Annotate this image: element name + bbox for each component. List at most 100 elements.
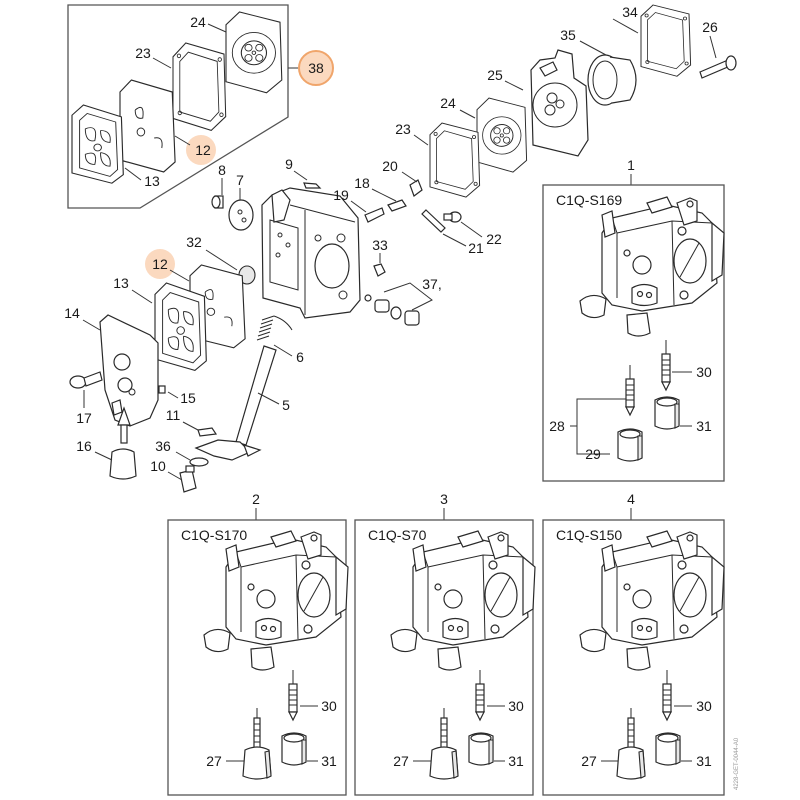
label-7: 7 xyxy=(236,172,244,188)
variant-box-3[interactable]: 3 C1Q-S70 30 27 31 xyxy=(354,491,536,796)
label-32: 32 xyxy=(186,234,202,250)
svg-text:12: 12 xyxy=(195,142,211,158)
label-30: 30 xyxy=(696,698,712,714)
label-22: 22 xyxy=(486,231,502,247)
part-6-spring xyxy=(256,315,293,341)
part-30-needle xyxy=(661,339,671,391)
part-35-filter-cup xyxy=(587,54,637,106)
part-25-pump-cover xyxy=(530,49,589,157)
label-31: 31 xyxy=(696,753,712,769)
label-31: 31 xyxy=(508,753,524,769)
part-31-cap xyxy=(654,396,680,430)
part-29-cap xyxy=(617,428,643,462)
variant-number: 3 xyxy=(440,491,448,507)
part-14-cover xyxy=(99,314,159,427)
label-11: 11 xyxy=(166,407,181,423)
callout-38-highlighted[interactable]: 38 xyxy=(298,50,334,86)
part-27-knob xyxy=(616,707,646,780)
label-20: 20 xyxy=(382,158,398,174)
label-23: 23 xyxy=(135,45,151,61)
part-27-knob xyxy=(242,707,272,780)
label-5: 5 xyxy=(282,397,290,413)
label-31: 31 xyxy=(321,753,337,769)
callout-12-highlighted[interactable]: 12 xyxy=(186,135,216,165)
label-14: 14 xyxy=(64,305,80,321)
part-26-screw xyxy=(699,55,737,79)
carburetor-illustration xyxy=(579,530,725,671)
svg-text:12: 12 xyxy=(152,256,168,272)
variant-box-2[interactable]: 2 C1Q-S170 30 27 31 xyxy=(167,491,349,796)
part-10-fitting xyxy=(179,465,197,493)
label-24: 24 xyxy=(440,95,456,111)
model-code: C1Q-S169 xyxy=(556,192,622,208)
label-23: 23 xyxy=(395,121,411,137)
exploded-view: 34 26 35 25 24 23 xyxy=(64,4,737,493)
label-25: 25 xyxy=(487,67,503,83)
variant-number: 4 xyxy=(627,491,635,507)
variant-number: 2 xyxy=(252,491,260,507)
variant-box-1[interactable]: 1 C1Q-S169 30 28 31 29 xyxy=(542,157,725,482)
part-19-spring xyxy=(364,207,385,223)
label-10: 10 xyxy=(150,458,166,474)
label-15: 15 xyxy=(180,390,196,406)
label-9: 9 xyxy=(285,156,293,172)
label-28: 28 xyxy=(549,418,565,434)
part-31-cap xyxy=(655,732,681,766)
label-18: 18 xyxy=(354,175,370,191)
part-23-gasket xyxy=(429,122,481,198)
part-24-diaphragm xyxy=(225,11,283,94)
label-13: 13 xyxy=(144,173,160,189)
model-code: C1Q-S150 xyxy=(556,527,622,543)
model-code: C1Q-S70 xyxy=(368,527,427,543)
kit-box-frame xyxy=(67,4,289,209)
label-16: 16 xyxy=(76,438,92,454)
label-34: 34 xyxy=(622,4,638,20)
part-28-needle xyxy=(625,364,635,416)
label-13: 13 xyxy=(113,275,129,291)
label-17: 17 xyxy=(76,410,92,426)
drawing-code: 4228-GET-0044-A0 xyxy=(734,737,740,790)
label-37: 37, xyxy=(422,276,441,292)
label-35: 35 xyxy=(560,27,576,43)
carburetor-body xyxy=(261,187,361,319)
part-30-needle xyxy=(475,669,485,721)
callout-12-highlighted[interactable]: 12 xyxy=(145,249,175,279)
part-8-screw xyxy=(211,195,224,209)
variant-frame xyxy=(542,184,725,482)
label-33: 33 xyxy=(372,237,388,253)
part-31-cap xyxy=(468,732,494,766)
part-9-clip xyxy=(303,182,322,189)
svg-text:38: 38 xyxy=(308,60,324,76)
part-5-lever-shaft xyxy=(194,345,277,461)
part-34-gasket xyxy=(640,4,692,77)
part-30-needle xyxy=(662,669,672,721)
part-16-knob xyxy=(109,406,137,480)
part-23-gasket xyxy=(172,42,227,131)
repair-kit-box: 38 24 23 12 13 xyxy=(67,4,334,209)
part-30-needle xyxy=(288,669,298,721)
label-6: 6 xyxy=(296,349,304,365)
variant-frame xyxy=(542,519,725,796)
part-12-plate xyxy=(119,79,176,173)
label-30: 30 xyxy=(321,698,337,714)
part-27-knob xyxy=(429,707,459,780)
part-37-set xyxy=(364,282,433,326)
part-18-needle xyxy=(387,199,407,212)
part-20-lever xyxy=(409,179,423,197)
label-26: 26 xyxy=(702,19,718,35)
label-21: 21 xyxy=(468,240,484,256)
part-15-pin xyxy=(158,385,166,394)
carburetor-illustration xyxy=(203,530,349,671)
label-36: 36 xyxy=(155,438,171,454)
variant-frame xyxy=(167,519,347,796)
model-code: C1Q-S170 xyxy=(181,527,247,543)
label-29: 29 xyxy=(585,446,601,462)
variant-frame xyxy=(354,519,534,796)
part-33-nut xyxy=(373,263,386,277)
part-7-disc xyxy=(228,199,254,231)
variant-box-4[interactable]: 4 C1Q-S150 30 27 31 xyxy=(542,491,725,796)
label-31: 31 xyxy=(696,418,712,434)
part-24-diaphragm xyxy=(476,97,528,173)
part-17-screw xyxy=(69,371,103,389)
part-11-clip xyxy=(197,427,218,437)
